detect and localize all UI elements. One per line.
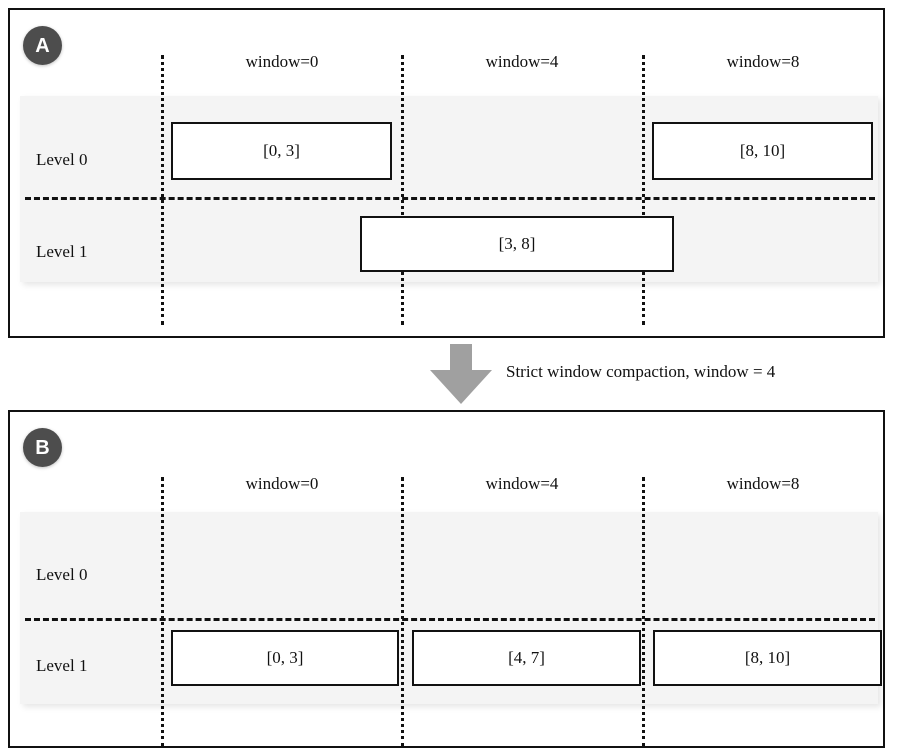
panel-b-column-header-window-8: window=8 [726,474,800,493]
panel-a-level-label-0: Level 0 [36,150,88,169]
panel-b-window-divider-4 [401,477,404,747]
arrow-down-icon [430,344,492,404]
panel-a-column-header-window-0: window=0 [245,52,319,71]
panel-a-range-box-8-10[interactable]: [8, 10] [652,122,873,180]
panel-a: A window=0 window=4 window=8 Level 0 Lev… [8,8,885,338]
panel-a-window-divider-8 [642,55,645,325]
panel-b: B window=0 window=4 window=8 Level 0 Lev… [8,410,885,748]
transition-row: Strict window compaction, window = 4 [0,340,906,408]
panel-a-window-divider-4 [401,55,404,325]
panel-b-range-box-8-10[interactable]: [8, 10] [653,630,882,686]
panel-a-window-divider-0 [161,55,164,325]
panel-b-window-divider-8 [642,477,645,747]
panel-b-range-box-0-3[interactable]: [0, 3] [171,630,399,686]
panel-a-range-box-3-8[interactable]: [3, 8] [360,216,674,272]
panel-a-level-label-1: Level 1 [36,242,88,261]
panel-a-badge: A [23,26,62,65]
panel-b-level-label-1: Level 1 [36,656,88,675]
panel-b-level-separator [25,618,875,621]
panel-b-badge: B [23,428,62,467]
panel-b-window-divider-0 [161,477,164,747]
panel-b-level-label-0: Level 0 [36,565,88,584]
panel-a-range-box-0-3[interactable]: [0, 3] [171,122,392,180]
panel-b-range-box-4-7[interactable]: [4, 7] [412,630,641,686]
panel-b-column-header-window-0: window=0 [245,474,319,493]
panel-b-column-header-window-4: window=4 [485,474,559,493]
panel-a-column-header-window-4: window=4 [485,52,559,71]
panel-a-column-header-window-8: window=8 [726,52,800,71]
panel-a-level-separator [25,197,875,200]
transition-caption: Strict window compaction, window = 4 [506,362,776,381]
